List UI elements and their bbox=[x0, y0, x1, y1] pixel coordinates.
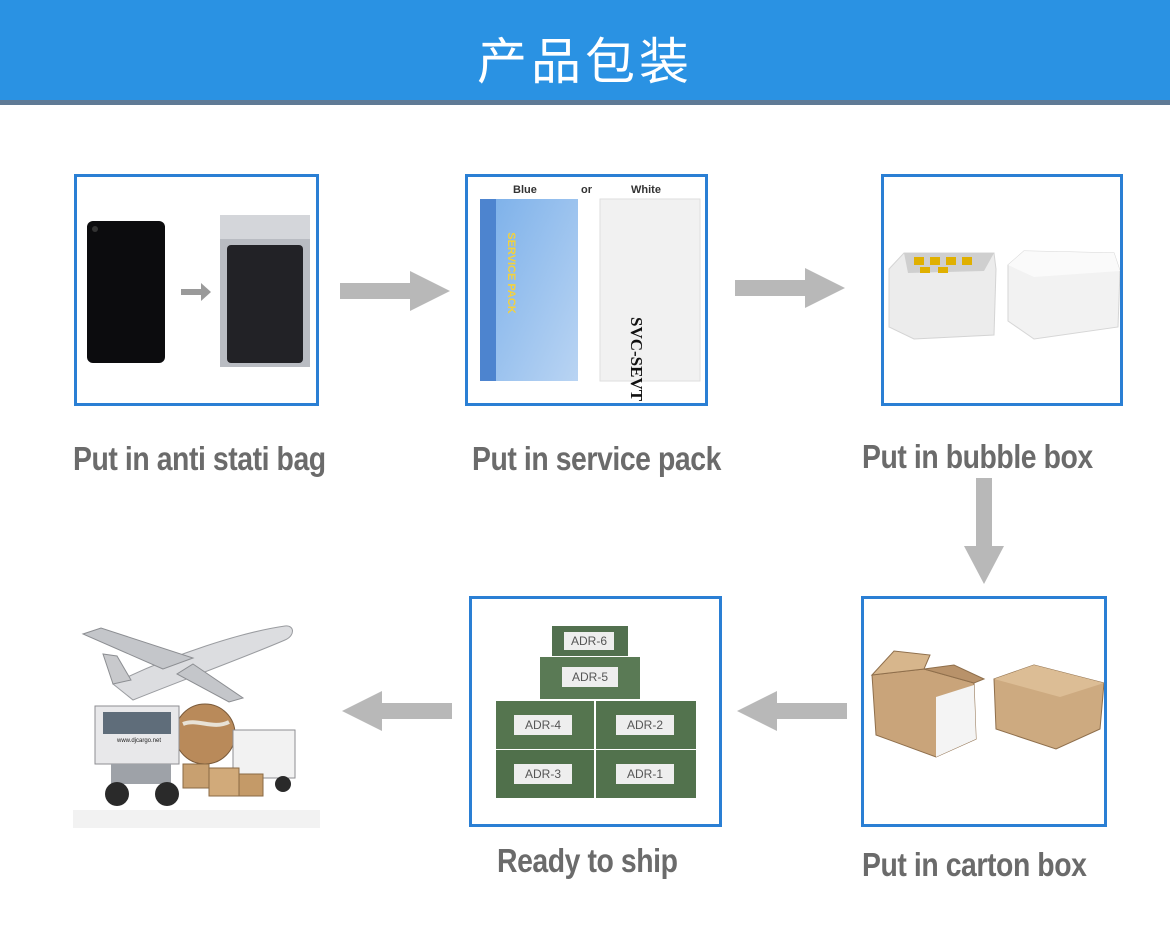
truck-windshield bbox=[103, 712, 171, 734]
truck-text: www.djcargo.net bbox=[117, 738, 161, 744]
phone-and-bag-illustration bbox=[77, 177, 316, 403]
step5-image: ADR-6 ADR-5 ADR-4 ADR-2 ADR-3 ADR-1 bbox=[469, 596, 722, 827]
step4-caption: Put in carton box bbox=[862, 846, 1086, 884]
parcel bbox=[183, 764, 209, 788]
airplane-fuselage bbox=[113, 626, 293, 700]
arrow-right-icon bbox=[735, 268, 847, 308]
arrow-left-icon bbox=[340, 691, 452, 731]
camera-hole bbox=[92, 226, 98, 232]
white-service-pack bbox=[600, 199, 700, 381]
delivery-van bbox=[233, 730, 295, 778]
arrow-down-icon bbox=[964, 478, 1004, 586]
step2-caption: Put in service pack bbox=[472, 440, 721, 478]
step3-image bbox=[881, 174, 1123, 406]
airplane-wing bbox=[83, 628, 193, 669]
step1-caption: Put in anti stati bag bbox=[73, 440, 326, 478]
box-adr-1: ADR-1 bbox=[596, 750, 696, 798]
box-label: ADR-4 bbox=[514, 715, 572, 735]
shipping-illustration: www.djcargo.net bbox=[73, 614, 320, 828]
arrow-left-icon bbox=[735, 691, 847, 731]
box-adr-2: ADR-2 bbox=[596, 701, 696, 749]
step1-image bbox=[74, 174, 319, 406]
step3-caption: Put in bubble box bbox=[862, 438, 1093, 476]
box-adr-3: ADR-3 bbox=[496, 750, 594, 798]
box-adr-4: ADR-4 bbox=[496, 701, 594, 749]
service-pack-illustration bbox=[468, 177, 705, 403]
header-underline bbox=[0, 100, 1170, 105]
step5-caption: Ready to ship bbox=[497, 842, 677, 880]
box-label: ADR-2 bbox=[616, 715, 674, 735]
box-label: ADR-3 bbox=[514, 764, 572, 784]
foam-box-illustration bbox=[884, 177, 1120, 403]
truck-grille bbox=[111, 764, 171, 784]
bag-seal bbox=[220, 215, 310, 239]
parcel bbox=[209, 768, 239, 796]
step2-image: Blue or White SERVICE PACK SVC-SEVT bbox=[465, 174, 708, 406]
phone-screen bbox=[87, 221, 165, 363]
box-adr-5: ADR-5 bbox=[540, 657, 640, 699]
arrow-right-icon bbox=[340, 271, 452, 311]
blue-pack-spine bbox=[480, 199, 496, 381]
box-label: ADR-1 bbox=[616, 764, 674, 784]
airplane-truck-illustration bbox=[73, 614, 320, 828]
parcel bbox=[239, 774, 263, 796]
globe-icon bbox=[175, 704, 235, 764]
carton-box-illustration bbox=[864, 599, 1104, 824]
white-pack-text: SVC-SEVT bbox=[626, 317, 646, 401]
small-arrow-icon bbox=[181, 283, 211, 301]
phone-in-bag bbox=[227, 245, 303, 363]
box-adr-6: ADR-6 bbox=[552, 626, 628, 656]
box-label: ADR-6 bbox=[564, 632, 614, 650]
blue-pack-text: SERVICE PACK bbox=[505, 232, 517, 314]
step4-image bbox=[861, 596, 1107, 827]
page-title: 产品包装 bbox=[0, 22, 1170, 94]
box-label: ADR-5 bbox=[562, 667, 618, 687]
